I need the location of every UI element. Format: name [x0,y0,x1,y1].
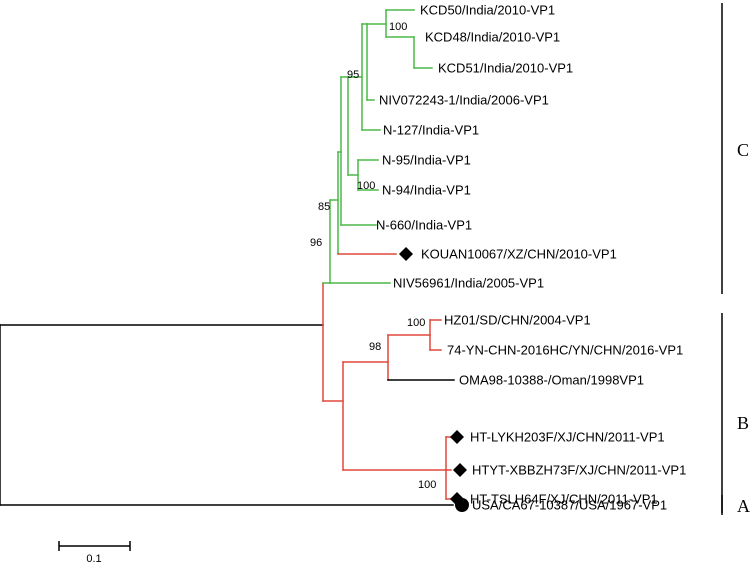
diamond-marker-icon [399,247,413,261]
diamond-marker-icon [450,430,464,444]
leaf-label-n95: N-95/India-VP1 [382,153,471,168]
leaf-label-usa67: USA/CA67-10387/USA/1967-VP1 [472,498,667,513]
leaf-label-kouan: KOUAN10067/XZ/CHN/2010-VP1 [421,247,617,262]
leaf-label-oma98: OMA98-10388-/Oman/1998VP1 [459,373,644,388]
bootstrap-labels: 100 95 100 85 96 100 98 100 [310,21,436,491]
leaf-label-htyt: HTYT-XBBZH73F/XJ/CHN/2011-VP1 [472,463,686,478]
clade-label-B: B [737,413,749,433]
bootstrap-bs-96: 96 [310,237,322,249]
bootstrap-bs-xj: 100 [418,479,436,491]
clade-label-C: C [737,140,749,160]
bootstrap-bs-hz: 100 [407,317,425,329]
bootstrap-bs-kcd: 100 [389,21,407,33]
scale-bar-label: 0.1 [86,553,101,563]
circle-marker-icon [455,498,469,512]
leaf-label-n94: N-94/India-VP1 [382,183,471,198]
bootstrap-bs-95: 95 [347,69,359,81]
bootstrap-bs-98: 98 [369,341,381,353]
leaf-labels: KCD50/India/2010-VP1KCD48/India/2010-VP1… [376,3,686,513]
leaf-label-yn74: 74-YN-CHN-2016HC/YN/CHN/2016-VP1 [447,343,683,358]
leaf-label-kcd51: KCD51/India/2010-VP1 [438,61,573,76]
tree-branches [0,9,455,506]
leaf-label-n660: N-660/India-VP1 [376,218,472,233]
clade-bars: C B A [721,3,750,516]
leaf-label-niv072243: NIV072243-1/India/2006-VP1 [379,93,549,108]
scale-bar: 0.1 [58,541,131,563]
leaf-label-kcd50: KCD50/India/2010-VP1 [420,3,555,18]
leaf-label-niv56961: NIV56961/India/2005-VP1 [393,276,544,291]
leaf-label-hz01: HZ01/SD/CHN/2004-VP1 [444,313,591,328]
leaf-label-lykh: HT-LYKH203F/XJ/CHN/2011-VP1 [470,430,665,445]
leaf-label-n127: N-127/India-VP1 [383,123,479,138]
leaf-label-kcd48: KCD48/India/2010-VP1 [425,30,560,45]
clade-label-A: A [737,496,750,516]
leaf-markers [399,247,469,512]
bootstrap-bs-85: 85 [318,201,330,213]
bootstrap-bs-n94: 100 [357,180,375,192]
diamond-marker-icon [453,463,467,477]
leaf-label-tslh: HT-TSLH64F/XJ/CHN/2011-VP1 [470,492,658,507]
